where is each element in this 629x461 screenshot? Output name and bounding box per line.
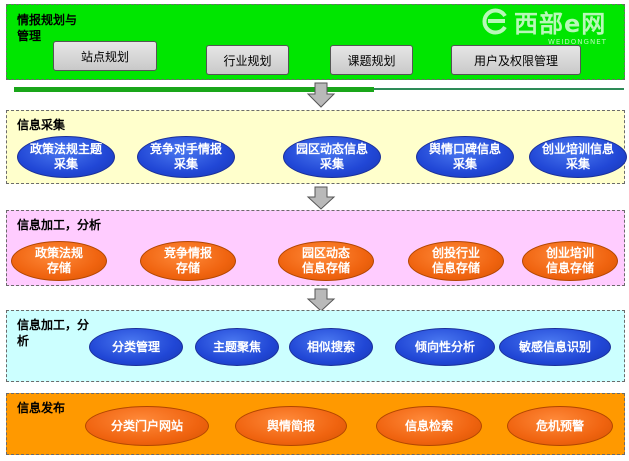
policy-collection-node[interactable]: 政策法规主题 采集 — [17, 136, 115, 178]
park-news-storage-node[interactable]: 园区动态 信息存储 — [278, 241, 374, 281]
brand-e-icon — [482, 8, 507, 35]
layer-analysis-title: 信息加工，分 析 — [17, 318, 90, 348]
crisis-alert-node[interactable]: 危机预警 — [507, 406, 613, 446]
topic-focus-node[interactable]: 主题聚焦 — [195, 328, 279, 366]
watermark-brand: 西部e网 — [514, 9, 607, 38]
divider-bar-thick — [14, 87, 374, 92]
layer-planning: 情报规划与 管理 站点规划 行业规划 课题规划 用户及权限管理 — [6, 4, 625, 80]
park-news-collection-node[interactable]: 园区动态信息 采集 — [283, 136, 381, 178]
watermark-sub: WEIDONGNET — [548, 38, 607, 46]
site-planning-button[interactable]: 站点规划 — [53, 41, 157, 71]
sensitive-info-node[interactable]: 敏感信息识别 — [499, 328, 611, 366]
sentiment-analysis-node[interactable]: 倾向性分析 — [395, 328, 495, 366]
layer-collection: 信息采集 政策法规主题 采集 竞争对手情报 采集 园区动态信息 采集 舆情口碑信… — [6, 110, 627, 184]
startup-training-collection-node[interactable]: 创业培训信息 采集 — [529, 136, 627, 178]
user-permission-button[interactable]: 用户及权限管理 — [451, 45, 581, 75]
layer-storage: 信息加工，分析 政策法规 存储 竞争情报 存储 园区动态 信息存储 创投行业 信… — [6, 210, 625, 286]
layer-planning-title: 情报规划与 管理 — [17, 13, 78, 43]
topic-planning-button[interactable]: 课题规划 — [330, 45, 413, 75]
portal-node[interactable]: 分类门户网站 — [85, 406, 209, 446]
layer-analysis: 信息加工，分 析 分类管理 主题聚焦 相似搜索 倾向性分析 敏感信息识别 — [6, 310, 625, 382]
watermark-logo: 西部e网 — [480, 6, 607, 38]
layer-collection-title: 信息采集 — [17, 118, 66, 132]
info-search-node[interactable]: 信息检索 — [376, 406, 482, 446]
policy-storage-node[interactable]: 政策法规 存储 — [11, 241, 107, 281]
layer-publish: 信息发布 分类门户网站 舆情简报 信息检索 危机预警 — [6, 393, 625, 455]
layer-publish-title: 信息发布 — [17, 401, 66, 415]
down-arrow-icon — [306, 288, 336, 312]
briefing-node[interactable]: 舆情简报 — [235, 406, 347, 446]
down-arrow-icon — [306, 82, 336, 108]
public-opinion-collection-node[interactable]: 舆情口碑信息 采集 — [416, 136, 514, 178]
classification-node[interactable]: 分类管理 — [89, 328, 183, 366]
competitor-collection-node[interactable]: 竞争对手情报 采集 — [137, 136, 235, 178]
startup-training-storage-node[interactable]: 创业培训 信息存储 — [522, 241, 618, 281]
down-arrow-icon — [306, 186, 336, 210]
competitive-storage-node[interactable]: 竞争情报 存储 — [140, 241, 236, 281]
layer-storage-title: 信息加工，分析 — [17, 218, 102, 232]
vc-industry-storage-node[interactable]: 创投行业 信息存储 — [408, 241, 504, 281]
similarity-search-node[interactable]: 相似搜索 — [289, 328, 373, 366]
industry-planning-button[interactable]: 行业规划 — [206, 45, 289, 75]
